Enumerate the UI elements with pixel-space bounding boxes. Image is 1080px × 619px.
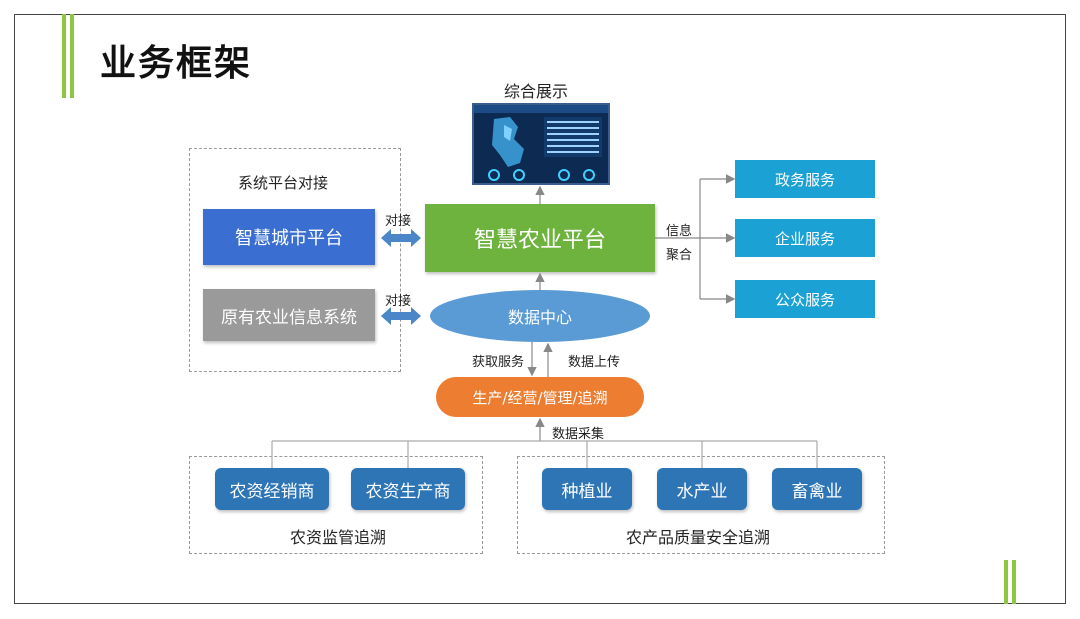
accent-bar-top-2 bbox=[70, 14, 74, 98]
production-process: 生产/经营/管理/追溯 bbox=[436, 377, 644, 417]
display-label: 综合展示 bbox=[504, 82, 569, 101]
supervision-group-title: 农资监管追溯 bbox=[290, 528, 387, 547]
supervision-item-producer: 农资生产商 bbox=[351, 468, 465, 510]
supervision-item-dealer: 农资经销商 bbox=[215, 468, 329, 510]
get-service-label: 获取服务 bbox=[472, 355, 525, 370]
connect-label-bottom: 对接 bbox=[385, 294, 412, 309]
quality-item-livestock: 畜禽业 bbox=[772, 468, 862, 510]
collect-label: 数据采集 bbox=[552, 427, 605, 442]
smart-city-platform: 智慧城市平台 bbox=[203, 209, 375, 265]
service-enterprise: 企业服务 bbox=[735, 219, 875, 257]
quality-group-title: 农产品质量安全追溯 bbox=[626, 528, 771, 547]
accent-bar-top-1 bbox=[62, 14, 66, 98]
accent-bar-bottom-1 bbox=[1004, 560, 1008, 604]
system-platform-group bbox=[189, 148, 401, 372]
slide-title: 业务框架 bbox=[100, 43, 253, 84]
service-public: 公众服务 bbox=[735, 280, 875, 318]
accent-bar-bottom-2 bbox=[1012, 560, 1016, 604]
quality-group bbox=[517, 456, 885, 554]
legacy-agri-system: 原有农业信息系统 bbox=[203, 289, 375, 341]
supervision-group bbox=[189, 456, 483, 554]
aggregate-label: 聚合 bbox=[666, 248, 693, 263]
service-government: 政务服务 bbox=[735, 160, 875, 198]
dashboard-screenshot bbox=[472, 103, 610, 185]
upload-label: 数据上传 bbox=[568, 355, 621, 370]
quality-item-aquaculture: 水产业 bbox=[657, 468, 747, 510]
quality-item-planting: 种植业 bbox=[542, 468, 632, 510]
info-label: 信息 bbox=[666, 224, 693, 239]
connect-label-top: 对接 bbox=[385, 214, 412, 229]
system-platform-title: 系统平台对接 bbox=[238, 174, 329, 192]
smart-agri-platform: 智慧农业平台 bbox=[425, 204, 655, 272]
data-center: 数据中心 bbox=[430, 290, 650, 342]
